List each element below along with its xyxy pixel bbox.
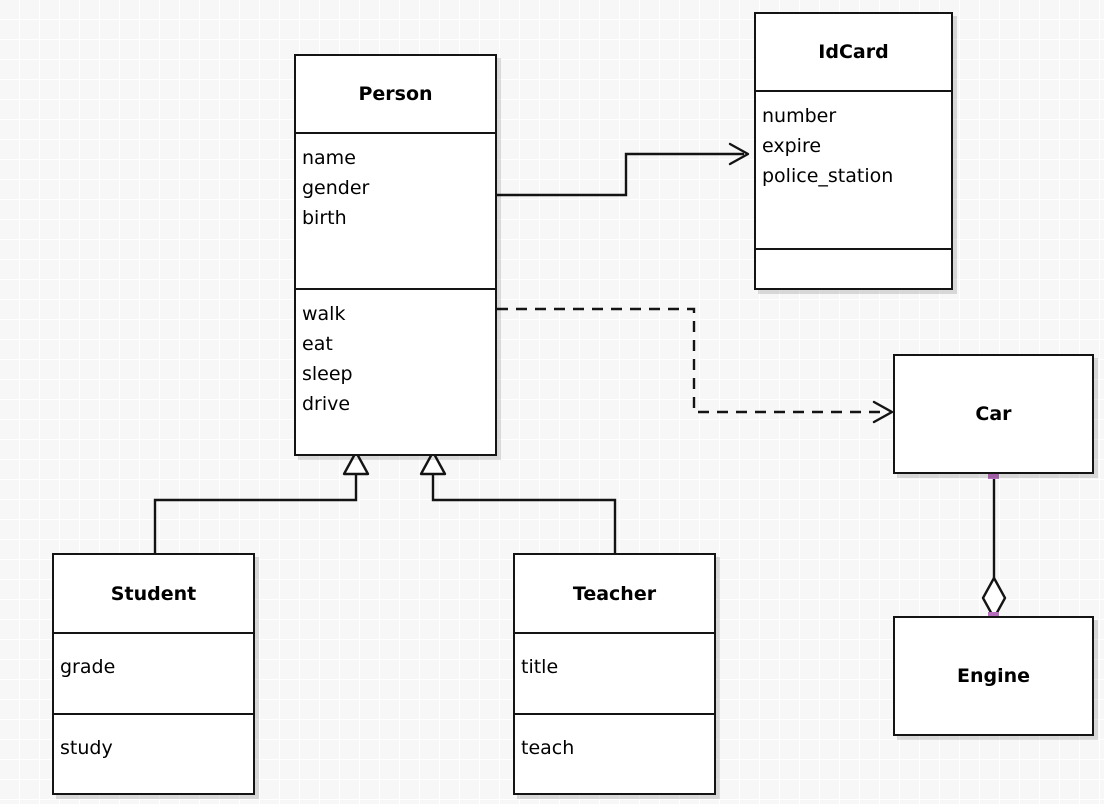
person-operation: drive [302, 393, 351, 415]
class-node-person[interactable]: Person name gender birth walk eat sleep … [294, 54, 497, 456]
class-node-student[interactable]: Student grade study [52, 553, 255, 795]
student-class-name: Student [110, 582, 197, 605]
idcard-attribute: police_station [762, 165, 894, 187]
edge-person-car-dependency[interactable] [497, 307, 894, 424]
student-attribute: grade [60, 656, 116, 678]
engine-class-name: Engine [956, 665, 1031, 687]
car-class-name: Car [975, 403, 1012, 425]
student-operation: study [60, 737, 113, 759]
person-class-name: Person [358, 83, 433, 105]
edge-car-engine-aggregation[interactable] [981, 474, 1007, 620]
student-title-compartment: Student [54, 555, 253, 632]
teacher-operations-compartment: teach [515, 713, 714, 793]
idcard-attribute: expire [762, 135, 822, 157]
person-attributes-compartment: name gender birth [296, 132, 495, 288]
teacher-operation: teach [521, 737, 575, 759]
class-node-car[interactable]: Car [893, 354, 1094, 474]
class-node-engine[interactable]: Engine [893, 616, 1094, 736]
idcard-operations-compartment [756, 248, 951, 288]
person-attribute: name [302, 147, 356, 169]
idcard-attributes-compartment: number expire police_station [756, 90, 951, 248]
student-attributes-compartment: grade [54, 632, 253, 713]
teacher-attribute: title [521, 656, 559, 678]
class-node-teacher[interactable]: Teacher title teach [513, 553, 716, 795]
idcard-class-name: IdCard [818, 41, 889, 63]
idcard-attribute: number [762, 105, 837, 127]
edge-student-person-generalization[interactable] [153, 450, 370, 553]
edge-teacher-person-generalization[interactable] [419, 450, 617, 553]
open-arrowhead-icon [728, 142, 750, 166]
idcard-title-compartment: IdCard [756, 14, 951, 90]
person-operations-compartment: walk eat sleep drive [296, 288, 495, 454]
edge-person-idcard-association[interactable] [497, 142, 750, 197]
teacher-title-compartment: Teacher [515, 555, 714, 632]
person-title-compartment: Person [296, 56, 495, 132]
person-operation: walk [302, 303, 346, 325]
person-attribute: gender [302, 177, 370, 199]
person-operation: eat [302, 333, 333, 355]
class-node-idcard[interactable]: IdCard number expire police_station [754, 12, 953, 290]
person-attribute: birth [302, 207, 347, 229]
open-arrowhead-icon [872, 400, 894, 424]
teacher-class-name: Teacher [572, 582, 657, 605]
student-operations-compartment: study [54, 713, 253, 793]
teacher-attributes-compartment: title [515, 632, 714, 713]
engine-title-compartment: Engine [895, 618, 1092, 734]
person-operation: sleep [302, 363, 353, 385]
car-title-compartment: Car [895, 356, 1092, 472]
